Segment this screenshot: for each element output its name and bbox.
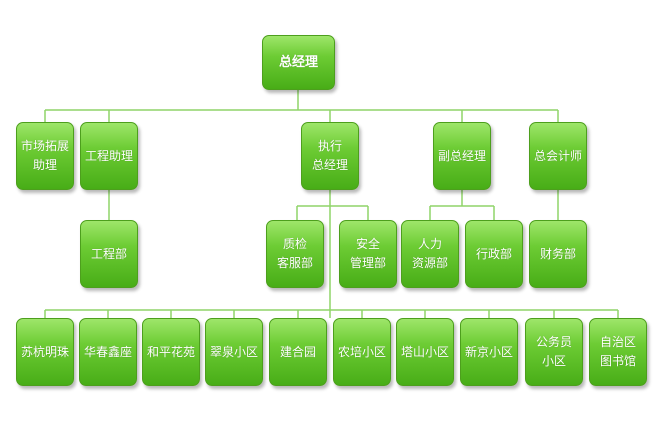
node-label: 工程部 bbox=[90, 246, 127, 261]
node-label: 塔山小区 bbox=[400, 344, 449, 359]
node-community-cuiquan[interactable]: 翠泉小区 bbox=[205, 318, 263, 386]
node-label: 总会计师 bbox=[533, 148, 582, 163]
node-label-line1: 人力 bbox=[417, 237, 442, 251]
node-chief-accountant[interactable]: 总会计师 bbox=[529, 122, 587, 190]
node-admin-dept[interactable]: 行政部 bbox=[465, 220, 523, 288]
node-label-line1: 自治区 bbox=[599, 335, 636, 349]
node-community-civil-servant[interactable]: 公务员 小区 bbox=[525, 318, 583, 386]
node-label: 工程助理 bbox=[84, 148, 133, 163]
node-label-line1: 公务员 bbox=[535, 335, 572, 349]
node-label: 农培小区 bbox=[337, 344, 386, 359]
node-label-line2: 助理 bbox=[32, 158, 57, 172]
node-deputy-gm[interactable]: 副总经理 bbox=[433, 122, 491, 190]
node-label: 和平花苑 bbox=[146, 344, 195, 359]
node-community-huachun-xinzuo[interactable]: 华春鑫座 bbox=[79, 318, 137, 386]
node-community-jianheyuan[interactable]: 建合园 bbox=[269, 318, 327, 386]
node-label-line2: 客服部 bbox=[276, 256, 313, 270]
node-general-manager[interactable]: 总经理 bbox=[262, 35, 335, 90]
node-label-line1: 市场拓展 bbox=[20, 139, 69, 153]
node-label-line1: 执行 bbox=[317, 139, 342, 153]
node-label: 副总经理 bbox=[437, 148, 486, 163]
node-community-suhang-mingzhu[interactable]: 苏杭明珠 bbox=[16, 318, 74, 386]
node-label: 总经理 bbox=[278, 55, 318, 70]
node-label-line1: 安全 bbox=[355, 237, 380, 251]
node-executive-gm[interactable]: 执行 总经理 bbox=[301, 122, 359, 190]
node-engineering-assistant[interactable]: 工程助理 bbox=[80, 122, 138, 190]
node-label-line2: 图书馆 bbox=[599, 354, 636, 368]
node-label: 苏杭明珠 bbox=[20, 344, 69, 359]
node-label-line2: 总经理 bbox=[311, 158, 348, 172]
node-community-heping-huayuan[interactable]: 和平花苑 bbox=[142, 318, 200, 386]
node-label: 华春鑫座 bbox=[83, 344, 132, 359]
node-label-line2: 管理部 bbox=[349, 256, 386, 270]
node-market-expansion-assistant[interactable]: 市场拓展 助理 bbox=[16, 122, 74, 190]
node-label: 翠泉小区 bbox=[209, 344, 258, 359]
node-label-line2: 资源部 bbox=[411, 256, 448, 270]
node-community-xinjing[interactable]: 新京小区 bbox=[460, 318, 518, 386]
node-community-tashan[interactable]: 塔山小区 bbox=[396, 318, 454, 386]
node-engineering-dept[interactable]: 工程部 bbox=[80, 220, 138, 288]
node-label-line2: 小区 bbox=[541, 354, 566, 368]
node-hr-dept[interactable]: 人力 资源部 bbox=[401, 220, 459, 288]
node-label-line1: 质检 bbox=[282, 237, 307, 251]
node-finance-dept[interactable]: 财务部 bbox=[529, 220, 587, 288]
node-label: 行政部 bbox=[475, 246, 512, 261]
node-safety-management-dept[interactable]: 安全 管理部 bbox=[339, 220, 397, 288]
node-community-nongpei[interactable]: 农培小区 bbox=[333, 318, 391, 386]
node-label: 建合园 bbox=[279, 344, 316, 359]
node-label: 财务部 bbox=[539, 246, 576, 261]
node-label: 新京小区 bbox=[464, 344, 513, 359]
node-qc-service-dept[interactable]: 质检 客服部 bbox=[266, 220, 324, 288]
node-autonomous-region-library[interactable]: 自治区 图书馆 bbox=[589, 318, 647, 386]
